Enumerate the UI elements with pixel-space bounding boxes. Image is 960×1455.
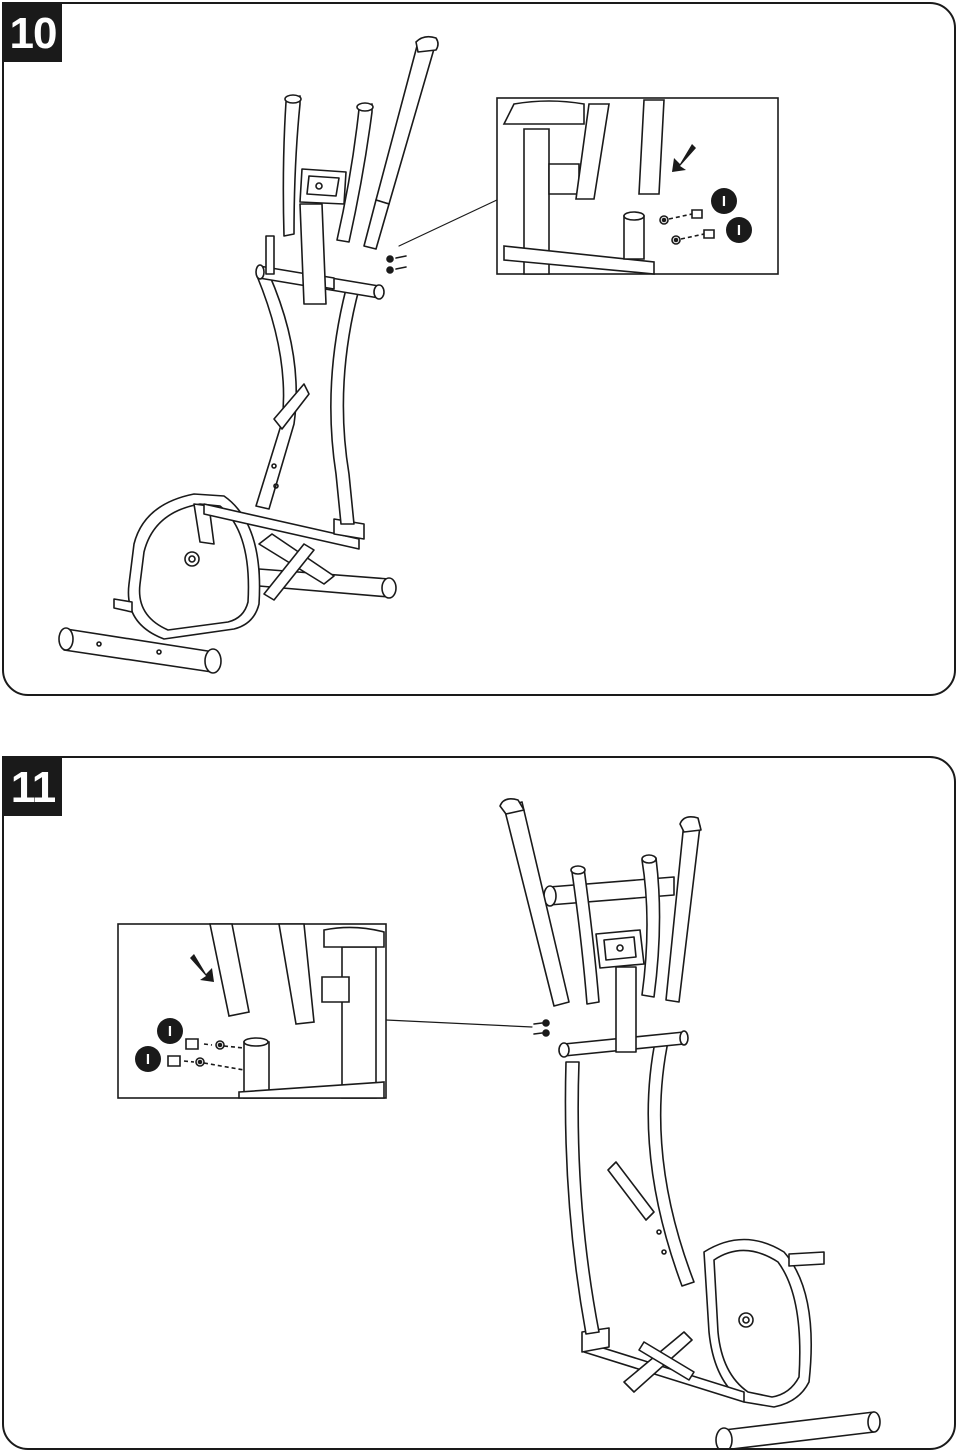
part-label-text: I	[737, 222, 741, 239]
part-label-text: I	[722, 193, 726, 210]
step-number: 10	[4, 4, 62, 62]
step-10-callout	[496, 97, 779, 275]
flywheel-housing	[703, 1238, 825, 1408]
handle-arms	[570, 854, 661, 1005]
part-label-badge: I	[157, 1018, 183, 1044]
step-10-illustration: I I	[58, 35, 779, 674]
part-label-badge: I	[711, 188, 737, 214]
down-arrow-icon	[672, 144, 696, 172]
pedal-link-bar	[581, 1327, 745, 1403]
moving-handlebar	[363, 35, 439, 250]
center-mast	[595, 929, 645, 1053]
center-frame	[258, 533, 335, 601]
flywheel-housing	[113, 493, 261, 640]
part-label-text: I	[168, 1023, 172, 1040]
moving-handlebar-right	[665, 816, 702, 1003]
step-11-panel: I I 11	[2, 756, 956, 1450]
pedal-link-bar	[203, 503, 365, 550]
step-number: 11	[4, 758, 62, 816]
part-label-badge: I	[135, 1046, 161, 1072]
callout-leader	[385, 1019, 533, 1028]
step-11-illustration: I I	[117, 798, 881, 1448]
step-10-panel: I I 10	[2, 2, 956, 696]
handle-arms	[265, 94, 374, 275]
rear-base-tube	[715, 1411, 881, 1448]
part-label-badge: I	[726, 217, 752, 243]
callout-leader	[398, 198, 500, 247]
step-11-callout	[117, 923, 387, 1099]
rear-base-tube	[58, 627, 222, 674]
moving-handlebar-left	[499, 798, 570, 1007]
center-frame	[623, 1331, 695, 1393]
center-mast	[299, 168, 347, 305]
rear-upright-tubes	[564, 1036, 695, 1335]
rear-upright-tubes	[255, 273, 360, 525]
part-label-text: I	[146, 1051, 150, 1068]
down-arrow-icon	[190, 954, 214, 982]
bolts-small	[533, 1019, 550, 1037]
bolts-small	[386, 255, 407, 274]
